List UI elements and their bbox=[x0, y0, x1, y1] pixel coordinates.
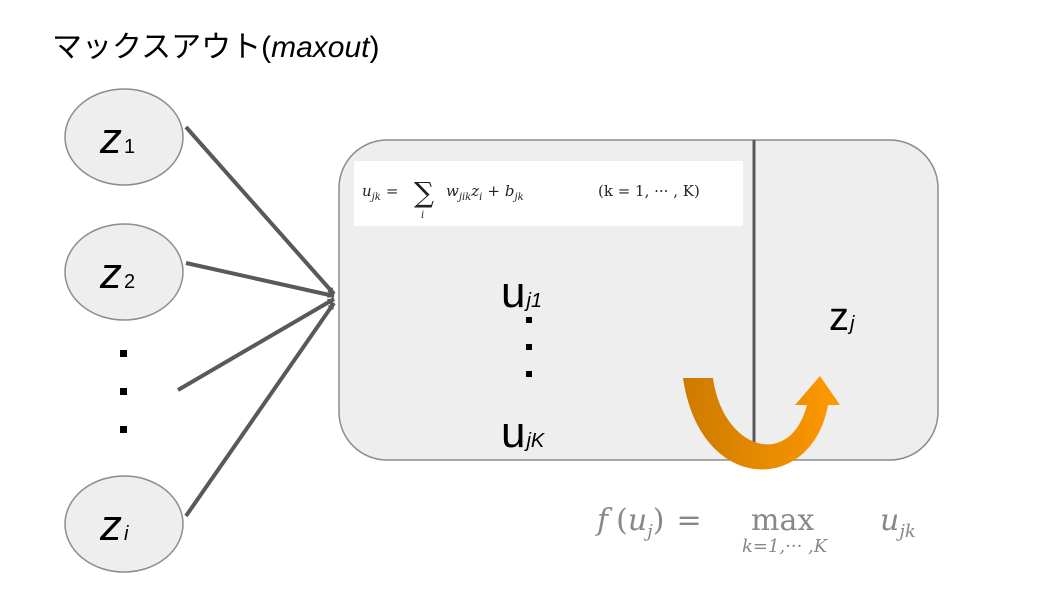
max-subscript: k=1,··· ,K bbox=[742, 536, 829, 557]
ellipsis-dot bbox=[526, 371, 532, 377]
u-ellipsis bbox=[526, 317, 532, 377]
max-formula: f(uj)= max k=1,··· ,K ujk bbox=[595, 503, 916, 557]
max-formula-lhs: f(uj)= bbox=[595, 503, 702, 542]
u-first-label: uj1 bbox=[501, 268, 542, 317]
max-operator: max bbox=[751, 503, 814, 538]
ellipsis-dot bbox=[526, 317, 532, 323]
edge-zi bbox=[184, 301, 336, 518]
ellipsis-dot bbox=[526, 344, 532, 350]
edge-ellipsis bbox=[176, 297, 336, 392]
formula-range: (k = 1, ··· , K) bbox=[598, 182, 700, 200]
pre-activation-formula: ujk= ∑ i wjikzi+bjk (k = 1, ··· , K) bbox=[362, 176, 700, 221]
ellipsis-dot bbox=[120, 426, 127, 433]
node-circle bbox=[64, 88, 184, 186]
max-formula-rhs: ujk bbox=[880, 503, 916, 542]
formula-text: ujk= bbox=[362, 182, 398, 203]
input-ellipsis bbox=[120, 350, 127, 433]
edge-z1 bbox=[184, 125, 336, 296]
node-circle bbox=[64, 475, 184, 573]
input-edges bbox=[176, 125, 336, 518]
node-circle bbox=[64, 223, 184, 321]
ellipsis-dot bbox=[120, 388, 127, 395]
pre-activation-formula-box bbox=[354, 161, 743, 226]
u-last-label: ujK bbox=[501, 408, 546, 457]
diagram-title: マックスアウト(maxout) bbox=[52, 31, 379, 64]
formula-body: wjikzi+bjk bbox=[446, 182, 524, 203]
sum-symbol: ∑ bbox=[414, 176, 434, 209]
ellipsis-dot bbox=[120, 350, 127, 357]
edge-z2 bbox=[185, 261, 335, 299]
sum-index: i bbox=[421, 210, 424, 221]
output-label: zj bbox=[829, 295, 855, 339]
max-selection-arrow bbox=[683, 376, 840, 470]
